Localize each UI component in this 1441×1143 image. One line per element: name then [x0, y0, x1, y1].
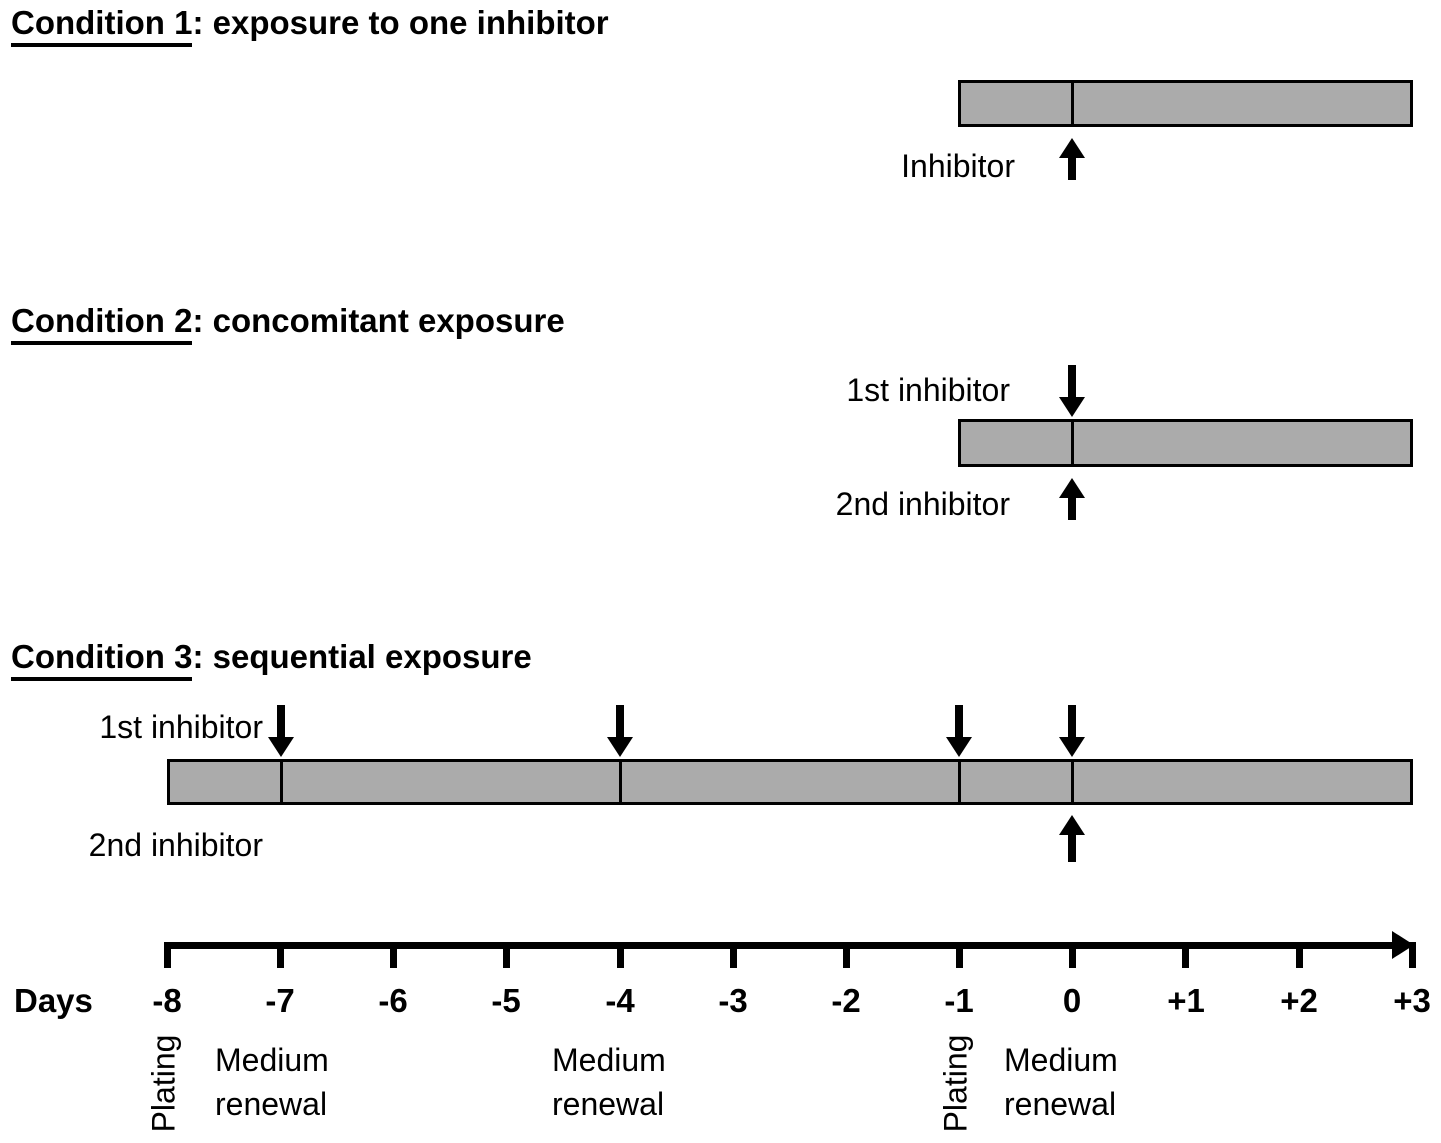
tick-label-day2: +2	[1280, 982, 1318, 1019]
condition-3-second-inhibitor-label: 2nd inhibitor	[88, 827, 263, 863]
tick-label-day-5: -5	[491, 982, 521, 1019]
days-axis-label: Days	[14, 982, 93, 1019]
tick-label-day-3: -3	[718, 982, 748, 1019]
tick-label-day1: +1	[1167, 982, 1205, 1019]
condition-2-exposure-bar	[958, 419, 1413, 467]
condition-1-bar-divider-day0	[1071, 83, 1074, 124]
axis-arrowhead-icon	[1392, 931, 1414, 959]
tick-label-day-8: -8	[152, 982, 182, 1019]
condition-2-name: Condition 2	[11, 302, 193, 345]
condition-2-first-inhibitor-label: 1st inhibitor	[846, 372, 1010, 408]
tick-label-day-1: -1	[944, 982, 974, 1019]
tick-label-day-7: -7	[265, 982, 295, 1019]
tick-label-day3: +3	[1393, 982, 1431, 1019]
medium-renewal-label-day-7: Medium renewal	[215, 1042, 329, 1122]
condition-3-exposure-bar	[167, 759, 1413, 805]
down-arrow-icon	[1059, 365, 1085, 417]
axis-tick-day-4	[617, 942, 624, 968]
down-arrow-icon	[1059, 705, 1085, 757]
condition-3-bar-divider-day0	[1071, 762, 1074, 802]
condition-1-subtitle: : exposure to one inhibitor	[192, 4, 609, 41]
plating-label-day-1: Plating	[937, 1034, 974, 1132]
condition-1-heading: Condition 1: exposure to one inhibitor	[11, 4, 609, 47]
axis-tick-day-1	[956, 942, 963, 968]
condition-1-name: Condition 1	[11, 4, 193, 47]
condition-3-first-inhibitor-label: 1st inhibitor	[99, 709, 263, 745]
axis-tick-day-7	[277, 942, 284, 968]
tick-label-day0: 0	[1062, 982, 1082, 1019]
condition-1-inhibitor-label: Inhibitor	[901, 148, 1015, 184]
axis-tick-day-5	[503, 942, 510, 968]
condition-2-heading: Condition 2: concomitant exposure	[11, 302, 565, 345]
condition-3-bar-divider-day-4	[619, 762, 622, 802]
axis-tick-day1	[1182, 942, 1189, 968]
axis-tick-day-6	[390, 942, 397, 968]
down-arrow-icon	[607, 705, 633, 757]
condition-1-exposure-bar	[958, 80, 1413, 127]
up-arrow-icon	[1059, 478, 1085, 520]
axis-tick-day-8	[164, 942, 171, 968]
tick-label-day-4: -4	[605, 982, 635, 1019]
condition-2-second-inhibitor-label: 2nd inhibitor	[835, 486, 1010, 522]
tick-label-day-2: -2	[831, 982, 861, 1019]
medium-renewal-label-day-4: Medium renewal	[552, 1042, 666, 1122]
axis-tick-day0	[1069, 942, 1076, 968]
condition-2-bar-divider-day0	[1071, 422, 1074, 464]
up-arrow-icon	[1059, 138, 1085, 180]
down-arrow-icon	[268, 705, 294, 757]
condition-2-subtitle: : concomitant exposure	[192, 302, 565, 339]
tick-label-day-6: -6	[378, 982, 408, 1019]
condition-3-bar-divider-day-7	[280, 762, 283, 802]
axis-tick-day-2	[843, 942, 850, 968]
down-arrow-icon	[946, 705, 972, 757]
condition-3-bar-divider-day-1	[958, 762, 961, 802]
axis-tick-day-3	[730, 942, 737, 968]
condition-3-subtitle: : sequential exposure	[192, 638, 532, 675]
condition-3-heading: Condition 3: sequential exposure	[11, 638, 532, 681]
plating-label-day-8: Plating	[145, 1034, 182, 1132]
axis-tick-day3	[1409, 942, 1416, 968]
medium-renewal-label-day0: Medium renewal	[1004, 1042, 1118, 1122]
axis-tick-day2	[1296, 942, 1303, 968]
condition-3-name: Condition 3	[11, 638, 193, 681]
days-axis-line	[167, 942, 1395, 949]
up-arrow-icon	[1059, 815, 1085, 862]
